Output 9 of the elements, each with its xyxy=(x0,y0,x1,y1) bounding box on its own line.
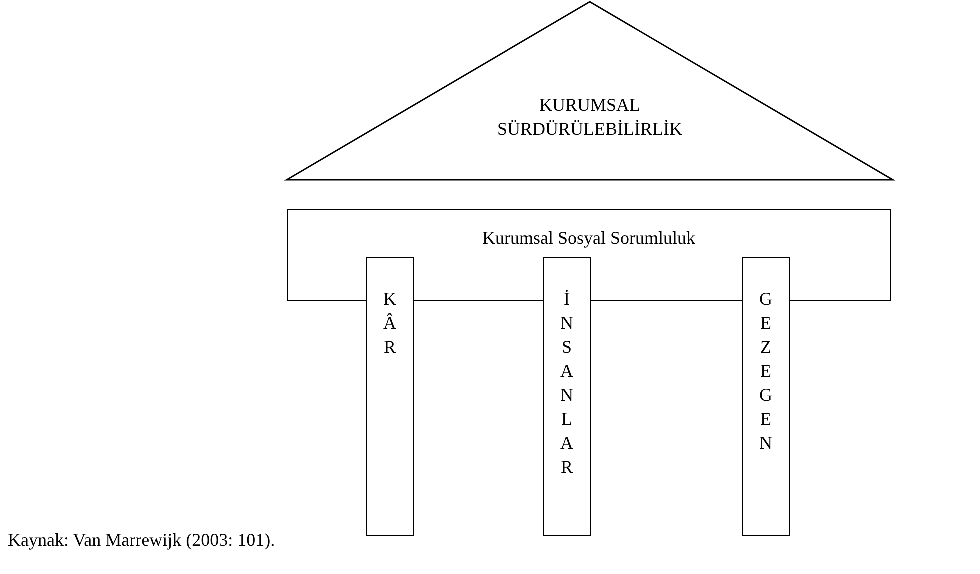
roof-label: KURUMSAL SÜRDÜRÜLEBİLİRLİK xyxy=(496,94,684,141)
pillar-box xyxy=(366,257,414,536)
pillar-label: GEZEGEN xyxy=(758,288,774,455)
pillar-box xyxy=(742,257,790,536)
caption: Kaynak: Van Marrewijk (2003: 101). xyxy=(8,530,276,551)
pillar-box xyxy=(543,257,591,536)
pillar-label: İNSANLAR xyxy=(560,288,574,479)
beam-label: Kurumsal Sosyal Sorumluluk xyxy=(482,227,696,250)
pillar-label: KÂR xyxy=(382,288,398,359)
